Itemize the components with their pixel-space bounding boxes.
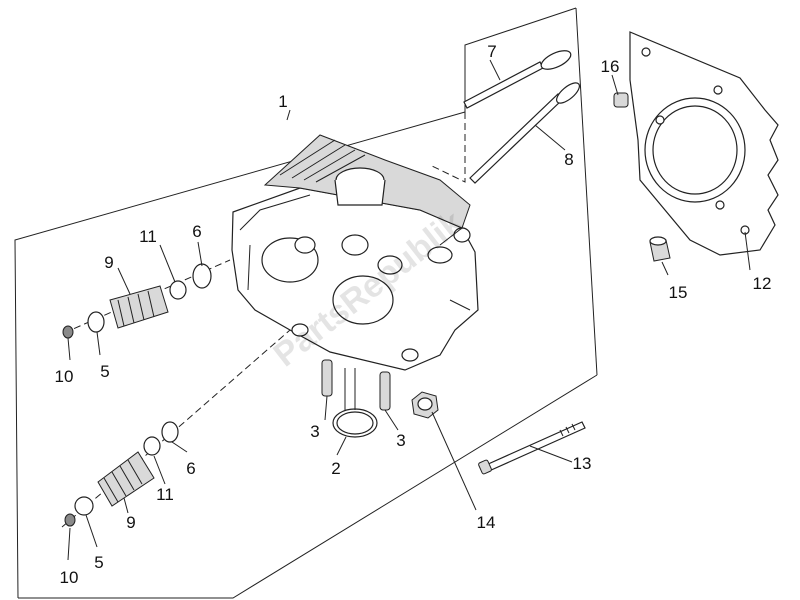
intake-valve [463, 50, 572, 109]
o-ring-2 [332, 368, 378, 438]
callout-16: 16 [601, 57, 620, 76]
callout-13: 13 [573, 454, 592, 473]
callout-11b: 11 [156, 485, 174, 504]
callout-7: 7 [487, 42, 496, 61]
bushing-15 [649, 236, 671, 262]
callout-9a: 9 [104, 253, 113, 272]
callout-6b: 6 [186, 459, 195, 478]
callout-10a: 10 [55, 367, 74, 386]
callout-1: 1 [278, 92, 287, 111]
callout-6a: 6 [192, 222, 201, 241]
dowel-pins-3 [321, 359, 391, 411]
exhaust-valve [469, 82, 580, 184]
callout-10b: 10 [60, 568, 79, 587]
callout-3a: 3 [310, 422, 319, 441]
callout-2: 2 [331, 459, 340, 478]
callout-9b: 9 [126, 513, 135, 532]
head-gasket [629, 31, 779, 256]
lower-spring-set [61, 329, 291, 528]
flange-nut-14 [411, 391, 439, 419]
callout-14: 14 [477, 513, 496, 532]
stud-bolt-13 [478, 421, 586, 475]
upper-spring-set [62, 259, 231, 339]
cylinder-head [231, 134, 479, 371]
callout-5b: 5 [94, 553, 103, 572]
callout-3b: 3 [396, 431, 405, 450]
dowel-pin-16 [613, 92, 629, 108]
callout-8: 8 [564, 150, 573, 169]
callout-15: 15 [669, 283, 688, 302]
callout-11a: 11 [139, 227, 157, 246]
callout-12: 12 [753, 274, 772, 293]
callout-5a: 5 [100, 362, 109, 381]
leader-lines [67, 59, 751, 561]
